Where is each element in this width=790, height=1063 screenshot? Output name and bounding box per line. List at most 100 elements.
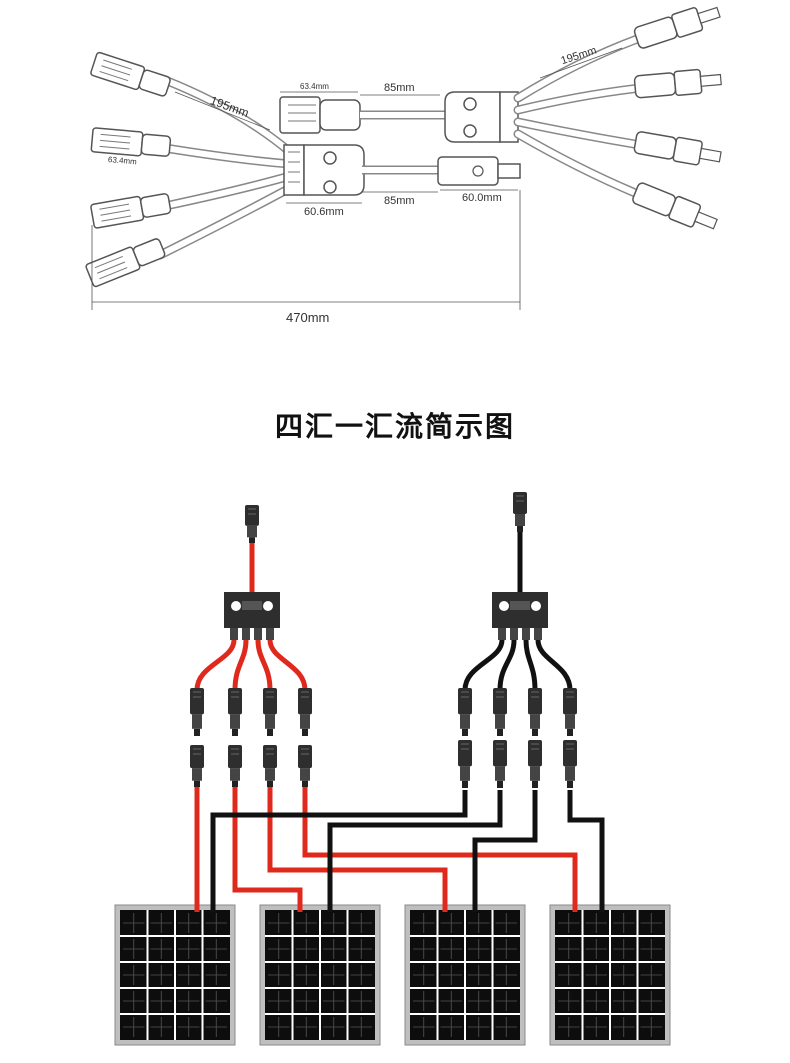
positive-output-connector-nut (247, 525, 257, 538)
positive-branch-connector-female-nut (230, 714, 240, 729)
negative-branch-connector-female-body (458, 740, 472, 767)
negative-branch-connector-male-body (563, 688, 577, 715)
dim-trunk-bottom: 85mm (384, 195, 415, 207)
negative-branch-connector-male-tail (532, 728, 538, 736)
negative-branch-wire (523, 639, 538, 691)
negative-branch-connector-female (528, 740, 542, 788)
negative-branch-connector-female-tail (462, 780, 468, 788)
left-hub (283, 144, 365, 196)
solar-panel-4 (549, 904, 671, 1046)
positive-hub-port (254, 628, 262, 640)
negative-branch-connector-female-body (528, 740, 542, 767)
dimension-lines (91, 47, 623, 310)
negative-branch-connector-female-body (563, 740, 577, 767)
negative-branch-wire (462, 639, 505, 691)
dim-trunk-top: 85mm (384, 82, 415, 94)
negative-branch-connector-male-tail (567, 728, 573, 736)
dim-left-connector: 63.4mm (108, 155, 138, 167)
positive-branch-connector-male-body (190, 745, 204, 769)
negative-hub-port (510, 628, 518, 640)
positive-branch-connector-female-tail (302, 728, 308, 736)
negative-branch-connector-male (458, 688, 472, 736)
positive-branch-connector-male-tail (302, 780, 308, 787)
positive-branch-wire (255, 639, 273, 691)
negative-branch-connector-male-nut (495, 714, 505, 729)
negative-hub-port (534, 628, 542, 640)
right-branch-wires-inner (515, 35, 643, 198)
negative-branch-connector-male-body (458, 688, 472, 715)
negative-branch-connector-male-tail (497, 728, 503, 736)
negative-branch-connector-male-nut (530, 714, 540, 729)
positive-branch-connector-male-nut (300, 768, 310, 781)
dim-total-length: 470mm (286, 310, 329, 325)
positive-branch-wire (194, 639, 237, 691)
negative-branch-connector-male-body (528, 688, 542, 715)
right-branch-connector (633, 68, 722, 99)
positive-branch-connector-male-tail (194, 780, 200, 787)
positive-branch-connector-female-nut (192, 714, 202, 729)
positive-branch-connector-female (263, 688, 277, 736)
solar-panel-2 (259, 904, 381, 1046)
positive-branch-connector-male (190, 745, 204, 787)
dim-branch-left: 195mm (208, 93, 250, 120)
positive-wire-panel-4 (302, 785, 578, 920)
negative-wire-panel-1 (210, 790, 468, 920)
positive-branch-connector-male-nut (230, 768, 240, 781)
positive-branch-connector-male-body (298, 745, 312, 769)
positive-branch-connector-female-body (263, 688, 277, 715)
negative-wire-panel-4 (567, 790, 605, 920)
wiring-schematic (114, 492, 671, 1046)
positive-output-connector (245, 505, 259, 543)
negative-output-connector-nut (515, 514, 525, 526)
negative-branch-connector-female (493, 740, 507, 788)
positive-branch-connector-female-tail (267, 728, 273, 736)
negative-branch-connector-female-tail (532, 780, 538, 788)
left-branch-connector (90, 127, 172, 157)
positive-branch-connector-male-nut (265, 768, 275, 781)
positive-branch-connector-male (298, 745, 312, 787)
dimension-drawing: 195mm 195mm 63.4mm 63.4mm 85mm 85mm 60.6… (85, 6, 722, 325)
negative-branch-connector-male (563, 688, 577, 736)
negative-branch-connector-female-tail (567, 780, 573, 788)
negative-branch-connector-female (563, 740, 577, 788)
positive-branch-connector-female-body (190, 688, 204, 715)
diagram-title: 四汇一汇流简示图 (275, 410, 515, 443)
negative-branch-connector-male-tail (462, 728, 468, 736)
solar-panel-3 (404, 904, 526, 1046)
left-branch-connector (85, 238, 166, 288)
negative-branch-connector-female-nut (530, 766, 540, 781)
positive-branch-connector-male-tail (267, 780, 273, 787)
positive-hub-port (242, 628, 250, 640)
left-branch-connector (90, 51, 171, 97)
positive-branch-connector-male-body (263, 745, 277, 769)
negative-output-connector (513, 492, 527, 532)
positive-branch-connector-male-tail (232, 780, 238, 787)
positive-hub-hole (231, 601, 241, 611)
dim-hub-width: 60.6mm (304, 206, 344, 218)
negative-wire-panel-3 (472, 790, 538, 920)
left-branch-wires-inner (157, 77, 293, 258)
positive-branch-connector-female-body (298, 688, 312, 715)
positive-branch-connector-female-body (228, 688, 242, 715)
negative-branch-connector-female-tail (497, 780, 503, 788)
positive-branch-connector-male-body (228, 745, 242, 769)
negative-hub (492, 592, 548, 640)
solar-panel-1 (114, 904, 236, 1046)
positive-branch-wire (232, 639, 249, 691)
dim-top-connector: 63.4mm (300, 82, 329, 91)
positive-branch-connector-male-nut (192, 768, 202, 781)
positive-branch-connector-male (263, 745, 277, 787)
negative-output-connector-tail (517, 526, 523, 532)
negative-branch-wire (535, 639, 573, 691)
negative-branch-connector-female-nut (460, 766, 470, 781)
positive-branch-connector-female-tail (194, 728, 200, 736)
negative-output-connector-body (513, 492, 527, 514)
positive-output-connector-tail (249, 537, 255, 543)
positive-hub-label-plate (242, 601, 262, 610)
negative-hub-port (498, 628, 506, 640)
right-branch-connector (632, 182, 718, 230)
negative-hub-label-plate (510, 601, 530, 610)
negative-hub-hole (531, 601, 541, 611)
top-single-connector (279, 96, 361, 134)
